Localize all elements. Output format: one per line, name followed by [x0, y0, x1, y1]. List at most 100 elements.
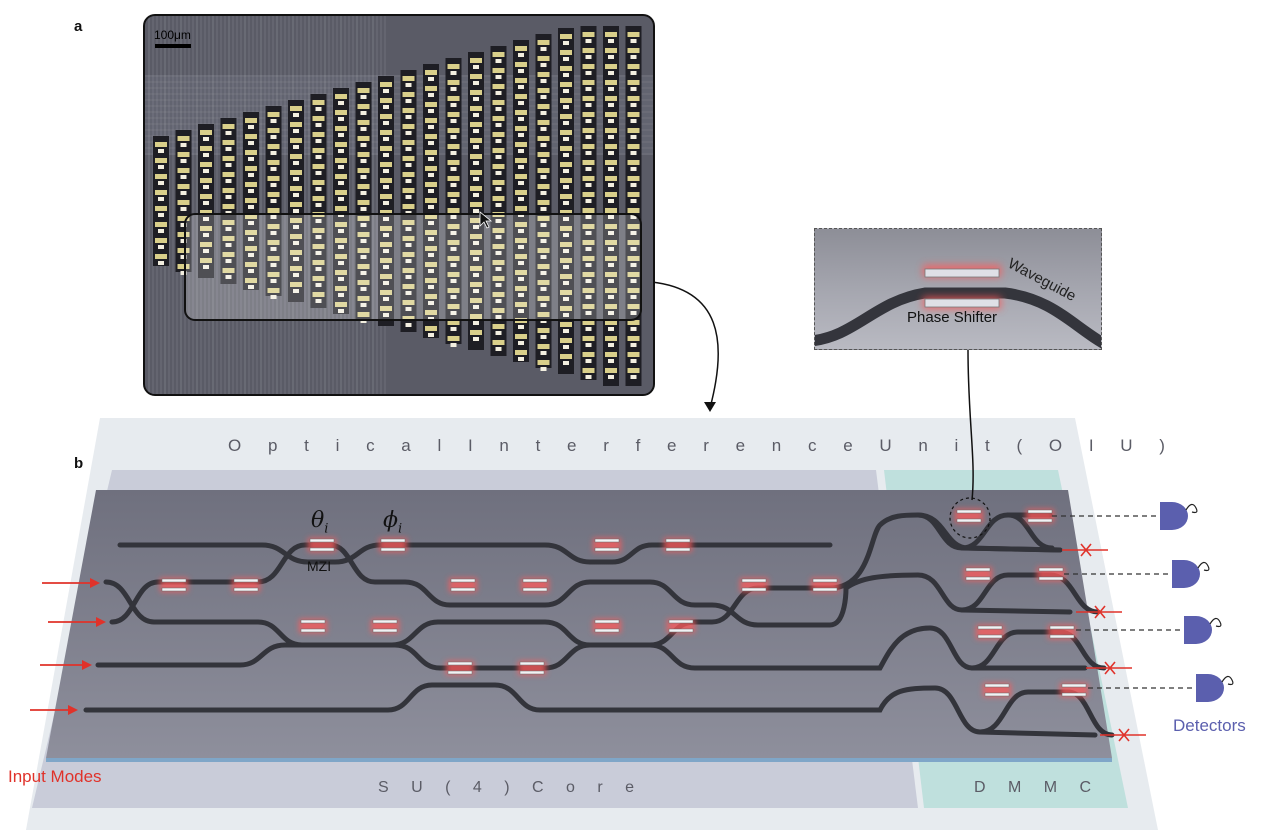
contact-pad: [315, 139, 322, 143]
input-arrows: [30, 578, 106, 715]
heater-pad: [560, 130, 572, 135]
heater-pad: [537, 152, 550, 157]
heater-pad: [447, 256, 460, 261]
contact-pad: [630, 39, 637, 43]
heater-pad: [537, 104, 550, 109]
heater-pad: [560, 98, 572, 103]
contact-pad: [630, 263, 637, 267]
heater-pad: [470, 330, 482, 335]
device-column: [400, 70, 417, 332]
phase-shifter-electrode: [309, 538, 335, 543]
heater-pad: [537, 56, 550, 61]
heater-pad: [560, 322, 572, 327]
heater-pad: [245, 230, 257, 235]
heater-pad: [447, 160, 460, 165]
contact-pad: [203, 233, 209, 237]
contact-pad: [563, 89, 569, 93]
heater-pad: [492, 132, 505, 137]
contact-pad: [248, 157, 254, 161]
contact-pad: [315, 235, 322, 239]
contact-pad: [540, 351, 547, 355]
detector-icon: [1196, 674, 1224, 702]
phase-shifter: [983, 683, 1011, 697]
heater-pad: [447, 304, 460, 309]
heater-pad: [312, 180, 325, 185]
heater-pad: [627, 64, 640, 69]
heater-pad: [605, 80, 617, 85]
contact-pad: [630, 375, 637, 379]
contact-pad: [270, 119, 277, 123]
waveguide-path: [969, 629, 1107, 671]
contact-pad: [315, 123, 322, 127]
detector-wire: [1185, 503, 1198, 514]
contact-pad: [473, 257, 479, 261]
waveguide-path: [117, 542, 833, 565]
heater-pad: [155, 190, 167, 195]
heater-pad: [582, 272, 595, 277]
phase-shifter-electrode: [380, 547, 406, 552]
heater-pad: [380, 306, 392, 311]
heater-pad: [425, 166, 437, 171]
contact-pad: [360, 223, 367, 227]
su4-core-label: S U ( 4 ) C o r e: [378, 779, 644, 796]
heater-pad: [560, 114, 572, 119]
contact-pad: [473, 289, 479, 293]
contact-pad: [585, 327, 592, 331]
heater-pad: [447, 112, 460, 117]
contact-pad: [428, 189, 434, 193]
contact-pad: [405, 131, 412, 135]
heater-pad: [605, 320, 617, 325]
phase-shifter: [371, 619, 399, 633]
contact-pad: [473, 65, 479, 69]
contact-pad: [608, 167, 614, 171]
heater-pad: [560, 210, 572, 215]
contact-pad: [293, 209, 299, 213]
heater-pad: [537, 296, 550, 301]
contact-pad: [293, 241, 299, 245]
heater-pad: [402, 204, 415, 209]
contact-pad: [405, 99, 412, 103]
contact-pad: [383, 153, 389, 157]
phase-shifter-inset: Waveguide Phase Shifter: [814, 228, 1102, 350]
heater-pad: [560, 290, 572, 295]
input-arrow: [30, 705, 78, 715]
contact-pad: [270, 183, 277, 187]
heater-pad: [425, 278, 437, 283]
heater-pad: [537, 216, 550, 221]
heater-pad: [627, 256, 640, 261]
contact-pad: [315, 155, 322, 159]
heater-pad: [470, 74, 482, 79]
phase-shifter: [667, 619, 695, 633]
heater-pad: [605, 272, 617, 277]
output-dump-cross: [1080, 543, 1092, 557]
contact-pad: [338, 165, 344, 169]
contact-pad: [360, 271, 367, 275]
contact-pad: [585, 39, 592, 43]
heater-pad: [515, 142, 527, 147]
phase-shifter: [976, 625, 1004, 639]
contact-pad: [473, 145, 479, 149]
contact-pad: [630, 247, 637, 251]
input-arrow-head: [68, 705, 78, 715]
heater-pad: [515, 94, 527, 99]
phase-shifter: [1026, 509, 1054, 523]
contact-pad: [338, 181, 344, 185]
heater-pad: [335, 174, 347, 179]
contact-pad: [608, 375, 614, 379]
contact-pad: [360, 143, 367, 147]
heater-pad: [537, 200, 550, 205]
heater-pad: [627, 144, 640, 149]
contact-pad: [180, 191, 187, 195]
contact-pad: [630, 279, 637, 283]
heater-pad: [447, 80, 460, 85]
heater-pad: [537, 88, 550, 93]
heater-pad: [605, 336, 617, 341]
output-dump-cross: [1104, 661, 1116, 675]
waveguide-path: [977, 689, 1115, 738]
heater-pad: [357, 296, 370, 301]
contact-pad: [405, 163, 412, 167]
heater-pad: [447, 320, 460, 325]
phase-shifter-electrode: [812, 578, 838, 583]
contact-pad: [450, 119, 457, 123]
contact-pad: [158, 181, 164, 185]
